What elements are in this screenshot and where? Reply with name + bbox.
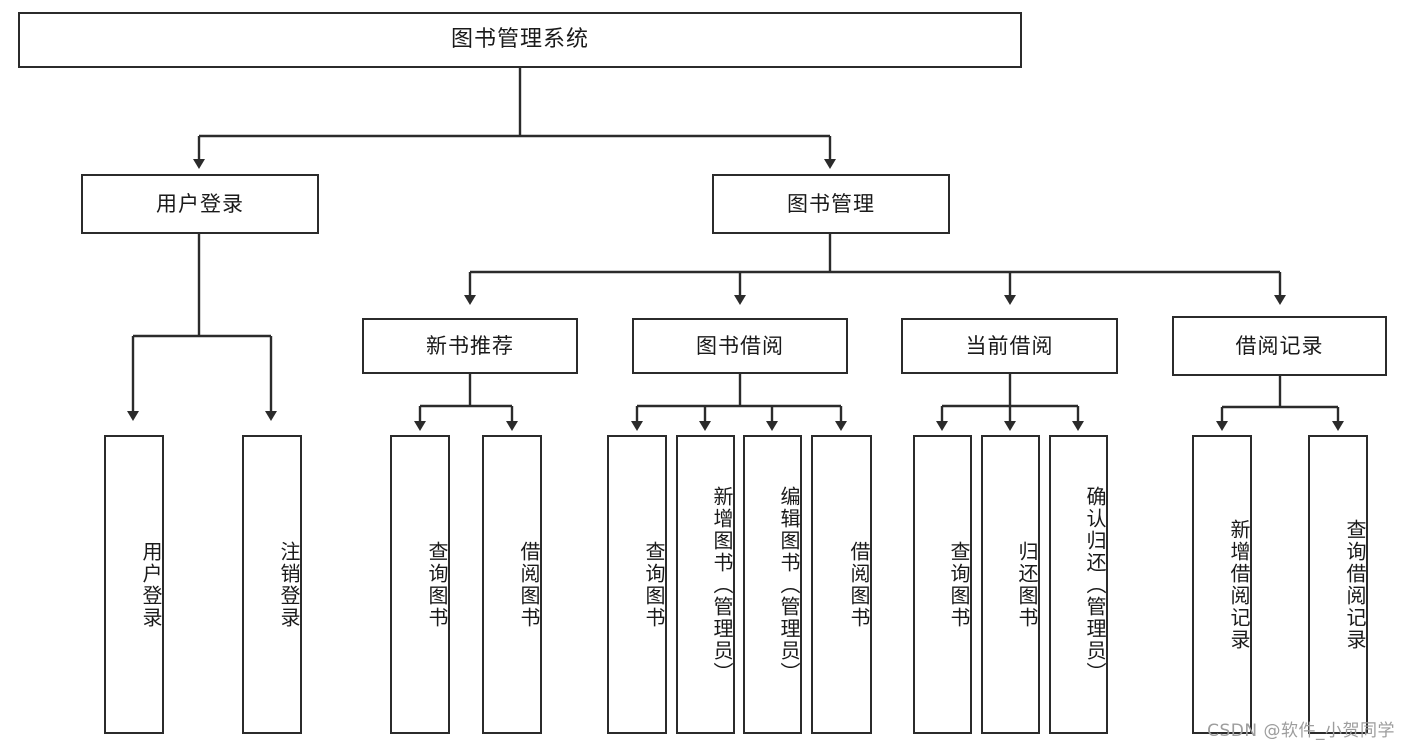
node-leaf-logout-label: 注销登录 [277,540,301,629]
node-root-label: 图书管理系统 [450,27,589,53]
node-current-borrow[interactable]: 当前借阅 [901,318,1118,374]
node-leaf-query-book-2-label: 查询图书 [642,540,666,629]
node-leaf-borrow-book-1-label: 借阅图书 [517,540,541,629]
node-leaf-query-book-3[interactable]: 查询图书 [913,435,972,734]
node-book-management[interactable]: 图书管理 [712,174,950,234]
node-leaf-logout[interactable]: 注销登录 [242,435,302,734]
node-leaf-edit-book[interactable]: 编辑图书（管理员） [743,435,802,734]
node-borrow-record[interactable]: 借阅记录 [1172,316,1387,376]
node-leaf-user-login[interactable]: 用户登录 [104,435,164,734]
node-leaf-query-book-2[interactable]: 查询图书 [607,435,667,734]
node-current-borrow-label: 当前借阅 [965,333,1054,358]
node-book-management-label: 图书管理 [787,191,875,216]
node-borrow-record-label: 借阅记录 [1235,333,1324,358]
node-leaf-query-record[interactable]: 查询借阅记录 [1308,435,1368,734]
node-leaf-query-book-1-label: 查询图书 [425,540,449,629]
node-leaf-query-record-label: 查询借阅记录 [1343,518,1367,651]
node-book-borrow-label: 图书借阅 [696,333,784,358]
node-leaf-borrow-book-2[interactable]: 借阅图书 [811,435,872,734]
node-leaf-add-record-label: 新增借阅记录 [1227,518,1251,651]
node-root[interactable]: 图书管理系统 [18,12,1022,68]
node-leaf-user-login-label: 用户登录 [139,540,163,629]
node-leaf-confirm-return-label: 确认归还（管理员） [1083,485,1107,684]
node-leaf-query-book-1[interactable]: 查询图书 [390,435,450,734]
node-leaf-edit-book-label: 编辑图书（管理员） [777,485,801,684]
node-leaf-add-book-label: 新增图书（管理员） [710,485,734,684]
node-leaf-borrow-book-2-label: 借阅图书 [847,540,871,629]
node-leaf-return-book-label: 归还图书 [1015,540,1039,629]
node-leaf-confirm-return[interactable]: 确认归还（管理员） [1049,435,1108,734]
node-new-book-recommend-label: 新书推荐 [426,333,514,358]
node-leaf-query-book-3-label: 查询图书 [947,540,971,629]
node-leaf-add-book[interactable]: 新增图书（管理员） [676,435,735,734]
node-new-book-recommend[interactable]: 新书推荐 [362,318,578,374]
node-leaf-borrow-book-1[interactable]: 借阅图书 [482,435,542,734]
node-leaf-add-record[interactable]: 新增借阅记录 [1192,435,1252,734]
node-user-login-label: 用户登录 [156,191,244,216]
node-book-borrow[interactable]: 图书借阅 [632,318,848,374]
node-user-login[interactable]: 用户登录 [81,174,319,234]
node-leaf-return-book[interactable]: 归还图书 [981,435,1040,734]
